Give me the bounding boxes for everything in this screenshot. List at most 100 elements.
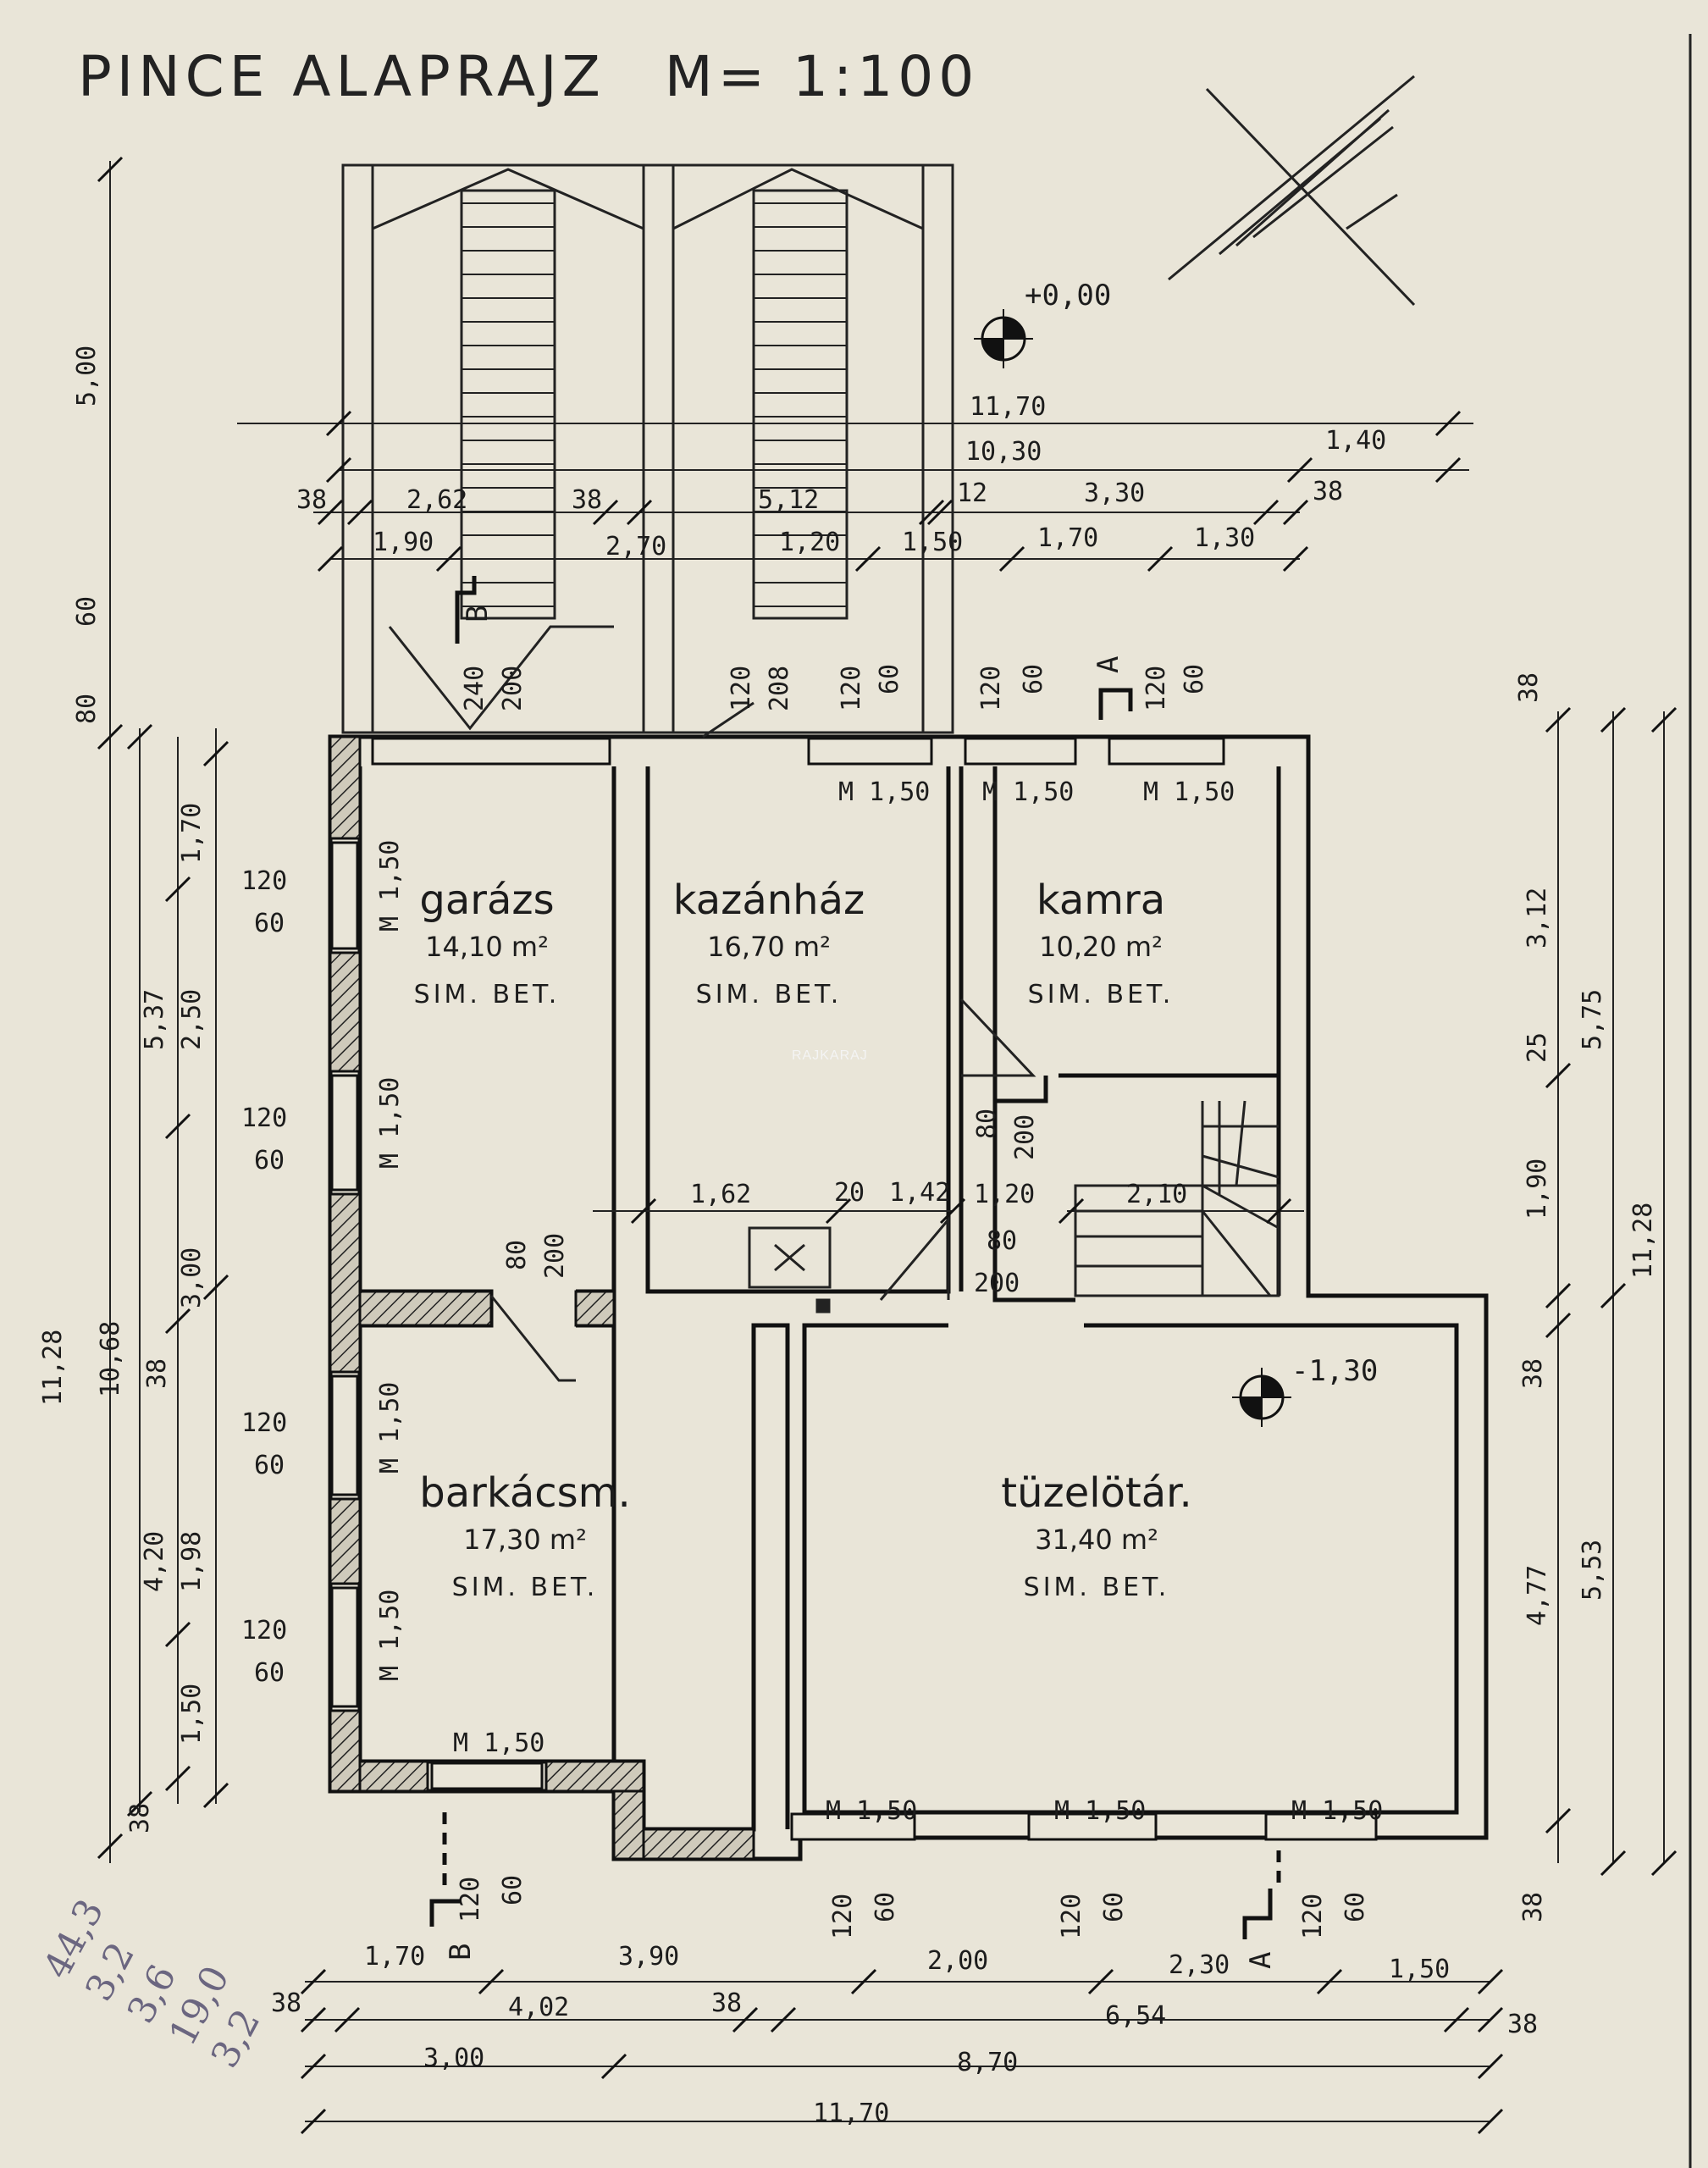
- room-floor: SIM. BET.: [1027, 980, 1175, 1009]
- dimension-tick: [732, 2006, 759, 2033]
- dimension-tick: [126, 1790, 153, 1817]
- int-80b: 80: [502, 1240, 532, 1270]
- win-left-3-top: 120: [241, 1408, 287, 1438]
- door-10: 60: [1180, 664, 1209, 694]
- dim-b1-0: 1,70: [364, 1942, 425, 1972]
- windows: [330, 737, 1378, 1841]
- level-bottom-label: -1,30: [1291, 1354, 1378, 1388]
- dimension-tick: [1058, 1197, 1085, 1225]
- dim-b1-1: 3,90: [618, 1942, 679, 1972]
- dimension-tick: [202, 1782, 229, 1809]
- dim-r4-1: 2,70: [605, 532, 666, 561]
- m-left-1: M 1,50: [375, 840, 405, 932]
- dim-left-1-70: 1,70: [177, 803, 207, 864]
- m-left-2: M 1,50: [375, 1077, 405, 1169]
- dimension-tick: [1650, 706, 1678, 733]
- dimension-tick: [1545, 706, 1572, 733]
- dimension-tick: [164, 1621, 191, 1648]
- watermark: RAJKARAJ: [792, 1048, 868, 1063]
- level-marker-bottom: [1232, 1368, 1291, 1427]
- dim-left-1-50: 1,50: [177, 1684, 207, 1745]
- win-bot-2-top: 120: [828, 1894, 858, 1939]
- dimension-tick: [346, 499, 373, 526]
- dim-r4-0: 1,90: [373, 528, 434, 557]
- dimension-tick: [626, 499, 653, 526]
- dimension-tick: [1477, 2053, 1504, 2080]
- room-area: 16,70 m²: [707, 931, 831, 963]
- section-markers: [429, 576, 1281, 1939]
- dim-right-11-28: 11,28: [1628, 1203, 1658, 1279]
- dim-r3-4: 12: [957, 478, 987, 508]
- win-bot-3-top: 120: [1057, 1894, 1086, 1939]
- room-floor: SIM. BET.: [413, 980, 561, 1009]
- dimension-tick: [939, 1197, 966, 1225]
- dim-left-1-98: 1,98: [177, 1531, 207, 1592]
- dim-b2-1: 4,02: [508, 1993, 569, 2022]
- dimension-ticks: [97, 156, 1678, 2135]
- dimension-tick: [592, 499, 619, 526]
- dim-left-2-50: 2,50: [177, 989, 207, 1050]
- dim-r4-2: 1,20: [779, 528, 840, 557]
- m-bot-1: M 1,50: [453, 1728, 544, 1758]
- dimension-tick: [918, 499, 945, 526]
- dim-r3-5: 3,30: [1084, 478, 1145, 508]
- dimension-tick: [1443, 2006, 1470, 2033]
- room-floor: SIM. BET.: [695, 980, 843, 1009]
- room-area: 31,40 m²: [1035, 1524, 1158, 1556]
- int-1-20: 1,20: [974, 1180, 1035, 1209]
- section-a-top: A: [1092, 656, 1125, 673]
- int-1-62: 1,62: [690, 1180, 751, 1209]
- dim-left-3-00: 3,00: [177, 1247, 207, 1308]
- dimension-tick: [600, 2053, 627, 2080]
- dimension-tick: [97, 156, 124, 183]
- dim-right-38: 38: [1514, 672, 1544, 703]
- dimension-tick: [926, 499, 953, 526]
- door-9: 120: [1141, 666, 1171, 711]
- dimension-tick: [164, 876, 191, 903]
- dim-left-5-37: 5,37: [140, 989, 169, 1050]
- dimension-tick: [1477, 2006, 1504, 2033]
- door-5: 120: [837, 666, 866, 711]
- dim-r4-5: 1,30: [1194, 523, 1255, 553]
- room-name: garázs: [419, 877, 555, 924]
- win-bot-3-bot: 60: [1099, 1892, 1129, 1922]
- win-bot-2-bot: 60: [871, 1892, 900, 1922]
- dimension-tick: [164, 1765, 191, 1792]
- dim-r3-2: 38: [572, 485, 602, 515]
- dimension-tick: [1477, 1968, 1504, 1995]
- dim-r3-1: 2,62: [406, 485, 467, 515]
- dimension-tick: [850, 1968, 877, 1995]
- room-barkacsm: barkácsm. 17,30 m² SIM. BET.: [419, 1469, 630, 1602]
- dimension-tick: [1282, 499, 1309, 526]
- dimension-tick: [325, 410, 352, 437]
- boiler-symbol: [748, 1226, 832, 1314]
- m-left-3: M 1,50: [375, 1382, 405, 1474]
- dimension-tick: [1147, 545, 1174, 572]
- win-bot-1-bot: 60: [498, 1875, 528, 1905]
- entrance-stairs: [341, 163, 954, 734]
- dimension-tick: [202, 740, 229, 767]
- room-area: 10,20 m²: [1039, 931, 1163, 963]
- dim-right-25: 25: [1523, 1032, 1552, 1063]
- dim-r4-3: 1,50: [902, 528, 963, 557]
- dimension-tick: [825, 1197, 852, 1225]
- dimension-tick: [435, 545, 462, 572]
- dim-left-38b: 38: [125, 1803, 155, 1833]
- dimension-tick: [770, 2006, 797, 2033]
- room-area: 17,30 m²: [463, 1524, 587, 1556]
- dim-b1-3: 2,30: [1169, 1950, 1230, 1980]
- dimension-tick: [1434, 456, 1462, 484]
- dim-r4-4: 1,70: [1037, 523, 1098, 553]
- dim-left-11-28: 11,28: [38, 1330, 68, 1406]
- dimension-tick: [854, 545, 882, 572]
- door-1: 240: [460, 666, 489, 711]
- dimension-tick: [97, 723, 124, 750]
- m-bot-4: M 1,50: [1291, 1796, 1383, 1826]
- dim-b3-0: 3,00: [423, 2044, 484, 2073]
- dimension-tick: [1600, 706, 1627, 733]
- dim-left-60: 60: [72, 596, 102, 627]
- dimension-tick: [1545, 1062, 1572, 1089]
- dimension-tick: [998, 545, 1025, 572]
